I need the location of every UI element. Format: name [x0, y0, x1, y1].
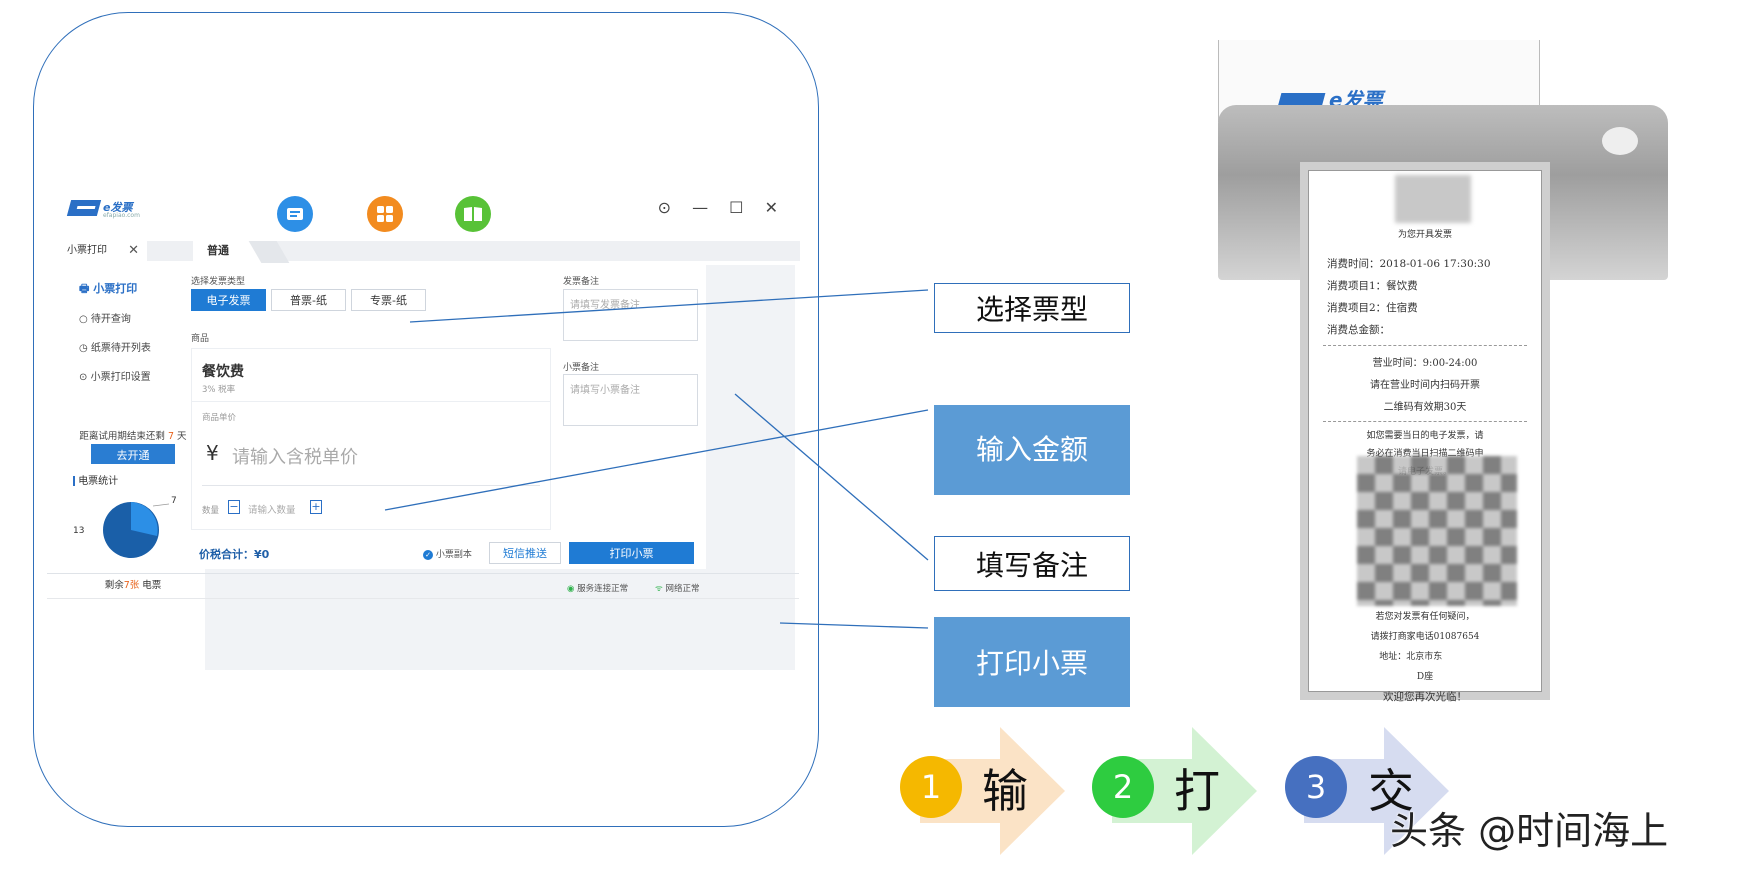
print-receipt-button[interactable]: 打印小票 — [569, 542, 694, 564]
check-icon: ✓ — [423, 550, 433, 560]
tab-receipt-print[interactable]: 小票打印 ✕ — [55, 241, 147, 261]
blurred-qr-code — [1357, 456, 1517, 606]
invoice-note-label: 发票备注 — [563, 277, 600, 287]
wifi-icon: ᯤ — [655, 584, 663, 594]
settings-icon: ⊙ — [79, 372, 88, 383]
total-price: 价税合计：¥0 — [199, 548, 270, 561]
receipt-heading: 为您开具发票 — [1397, 230, 1452, 240]
goods-label: 商品 — [191, 334, 210, 344]
callout-print-receipt: 打印小票 — [934, 617, 1130, 707]
book-icon[interactable] — [455, 196, 491, 232]
invoice-type-paper-normal[interactable]: 普票-纸 — [271, 289, 346, 311]
receipt-contact: 若您对发票有任何疑问， 请拨打商家电话01087654 地址：北京市东 D座 欢… — [1370, 612, 1480, 703]
sms-push-button[interactable]: 短信推送 — [489, 542, 561, 564]
search-icon: ○ — [79, 314, 88, 325]
stats-panel: 电票统计 7 13 剩余7张 电票 — [67, 464, 199, 604]
blurred-logo — [1395, 175, 1471, 223]
receipt-note-label: 小票备注 — [563, 363, 600, 373]
printer-icon: 🖶 — [79, 282, 90, 295]
receipt-copy-toggle[interactable]: ✓ 小票副本 — [423, 547, 472, 560]
stats-title: 电票统计 — [73, 472, 118, 487]
invoice-type-label: 选择发票类型 — [191, 277, 246, 287]
goods-card: 餐饮费 3% 税率 商品单价 ¥ 请输入含税单价 数量 − 请输入数量 + — [191, 348, 551, 530]
tab-label: 小票打印 — [67, 245, 107, 256]
app-logo: e发票 efapiao.com — [66, 198, 147, 220]
apps-grid-icon[interactable] — [367, 196, 403, 232]
pie-label-small: 7 — [171, 496, 177, 506]
app-window: e发票 efapiao.com ⊙ — ☐ ✕ 小票打印 ✕ 🖶 小票打印 ○ … — [47, 188, 800, 670]
step-text-2: 打 — [1174, 764, 1220, 818]
callout-enter-amount: 输入金额 — [934, 405, 1130, 495]
invoice-note-input[interactable]: 请填写发票备注 — [563, 289, 698, 341]
qty-plus-button[interactable]: + — [310, 500, 322, 514]
sidebar-item-paper-list[interactable]: ◷ 纸票待开列表 — [79, 343, 151, 354]
sidebar-item-pending-query[interactable]: ○ 待开查询 — [79, 314, 131, 325]
service-status: ◉ 服务连接正常 — [567, 584, 629, 594]
step-badge-1: 1 — [900, 756, 962, 818]
remaining-count: 剩余7张 电票 — [104, 580, 162, 591]
qty-input[interactable]: 请输入数量 — [248, 505, 296, 516]
activate-button[interactable]: 去开通 — [91, 444, 175, 468]
trial-notice: 距离试用期结束还剩 7 天 — [79, 431, 187, 442]
sidebar: 🖶 小票打印 ○ 待开查询 ◷ 纸票待开列表 ⊙ 小票打印设置 距离试用期结束还… — [67, 268, 201, 468]
close-icon[interactable]: ✕ — [128, 243, 139, 258]
window-controls[interactable]: ⊙ — ☐ ✕ — [657, 198, 786, 217]
clock-icon: ◷ — [79, 343, 88, 354]
step-arrow-2 — [1112, 727, 1257, 855]
receipt-note-input[interactable]: 请填写小票备注 — [563, 374, 698, 426]
callout-select-type: 选择票型 — [934, 283, 1130, 333]
unit-price-label: 商品单价 — [202, 413, 237, 423]
tax-rate: 3% 税率 — [202, 385, 236, 395]
unit-price-input[interactable]: 请输入含税单价 — [232, 447, 358, 468]
sidebar-item-print-settings[interactable]: ⊙ 小票打印设置 — [79, 372, 151, 383]
step-arrow-3 — [1304, 727, 1449, 855]
screenshot-frame — [33, 12, 819, 827]
watermark: 头条 @时间海上 — [1390, 809, 1669, 853]
pie-chart — [103, 502, 170, 558]
qty-label: 数量 — [202, 506, 220, 516]
step-text-3: 交 — [1368, 764, 1414, 818]
invoice-type-electronic[interactable]: 电子发票 — [191, 289, 266, 311]
step-badge-2: 2 — [1092, 756, 1154, 818]
step-badge-3: 3 — [1285, 756, 1347, 818]
receipt-items: 消费时间：2018-01-06 17:30:30 消费项目1：餐饮费 消费项目2… — [1327, 258, 1491, 336]
callout-fill-note: 填写备注 — [934, 536, 1130, 591]
receipt-paper: 为您开具发票 消费时间：2018-01-06 17:30:30 消费项目1：餐饮… — [1308, 170, 1542, 703]
invoice-app-icon[interactable] — [277, 196, 313, 232]
sidebar-item-receipt-print[interactable]: 🖶 小票打印 — [79, 282, 138, 295]
item-name: 餐饮费 — [202, 364, 244, 380]
invoice-type-paper-special[interactable]: 专票-纸 — [351, 289, 426, 311]
currency-symbol: ¥ — [206, 441, 219, 465]
receipt-hours: 营业时间：9:00-24:00 请在营业时间内扫码开票 二维码有效期30天 — [1370, 358, 1480, 413]
step-arrow-1 — [920, 727, 1065, 855]
network-status: ᯤ 网络正常 — [655, 584, 700, 594]
step-text-1: 输 — [982, 764, 1028, 818]
status-dot-icon: ◉ — [567, 584, 575, 594]
pie-label-large: 13 — [73, 526, 85, 536]
qty-minus-button[interactable]: − — [228, 500, 240, 514]
